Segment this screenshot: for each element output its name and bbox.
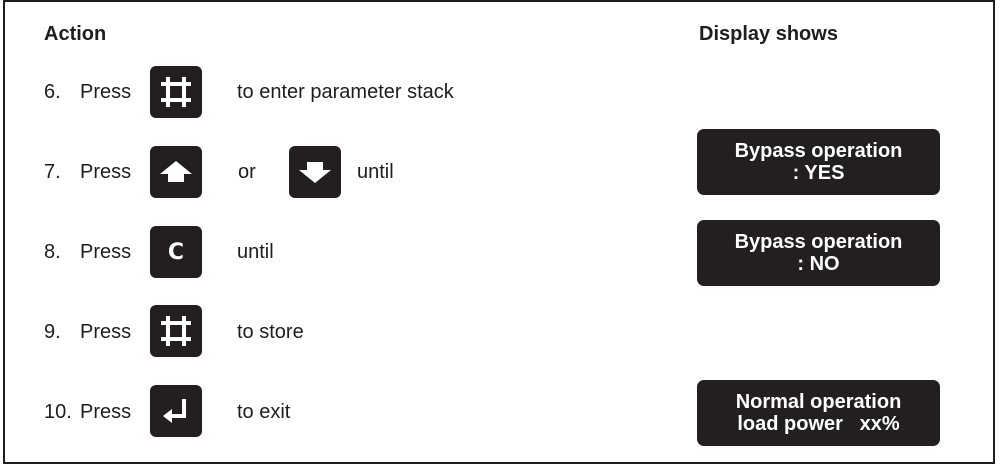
display-line-1: Normal operation bbox=[735, 391, 902, 413]
step-8-number: 8. bbox=[44, 241, 61, 263]
step-10-text: to exit bbox=[237, 401, 291, 423]
enter-key[interactable] bbox=[150, 385, 202, 437]
display-bypass-no: Bypass operation : NO bbox=[697, 220, 940, 286]
step-10-press: Press bbox=[80, 401, 132, 423]
enter-icon bbox=[163, 399, 186, 423]
display-line-1: Bypass operation bbox=[734, 140, 903, 162]
c-key[interactable]: C bbox=[150, 226, 202, 278]
step-9-press: Press bbox=[80, 321, 132, 343]
step-7-or: or bbox=[238, 161, 256, 183]
display-line-1: Bypass operation bbox=[734, 231, 903, 253]
step-7-number: 7. bbox=[44, 161, 61, 183]
arrow-up-icon bbox=[160, 161, 192, 182]
step-6-number: 6. bbox=[44, 81, 61, 103]
parameter-stack-icon bbox=[161, 316, 191, 346]
step-8-press: Press bbox=[80, 241, 132, 263]
display-line-2: load power xx% bbox=[737, 413, 900, 435]
display-line-2: : NO bbox=[797, 253, 840, 275]
display-bypass-yes: Bypass operation : YES bbox=[697, 129, 940, 195]
parameter-stack-key[interactable] bbox=[150, 305, 202, 357]
c-key-icon: C bbox=[167, 239, 185, 265]
step-9-number: 9. bbox=[44, 321, 61, 343]
step-8-text: until bbox=[237, 241, 274, 263]
display-line-2: : YES bbox=[792, 162, 845, 184]
instruction-table-frame bbox=[3, 0, 995, 464]
action-header: Action bbox=[44, 23, 107, 45]
parameter-stack-icon bbox=[161, 77, 191, 107]
step-9-text: to store bbox=[237, 321, 304, 343]
display-normal-operation: Normal operation load power xx% bbox=[697, 380, 940, 446]
step-6-press: Press bbox=[80, 81, 132, 103]
down-key[interactable] bbox=[289, 146, 341, 198]
arrow-down-icon bbox=[299, 162, 331, 183]
parameter-stack-key[interactable] bbox=[150, 66, 202, 118]
step-7-press: Press bbox=[80, 161, 132, 183]
step-6-text: to enter parameter stack bbox=[237, 81, 454, 103]
step-10-number: 10. bbox=[44, 401, 72, 423]
display-header: Display shows bbox=[699, 23, 838, 45]
up-key[interactable] bbox=[150, 146, 202, 198]
step-7-text: until bbox=[357, 161, 394, 183]
